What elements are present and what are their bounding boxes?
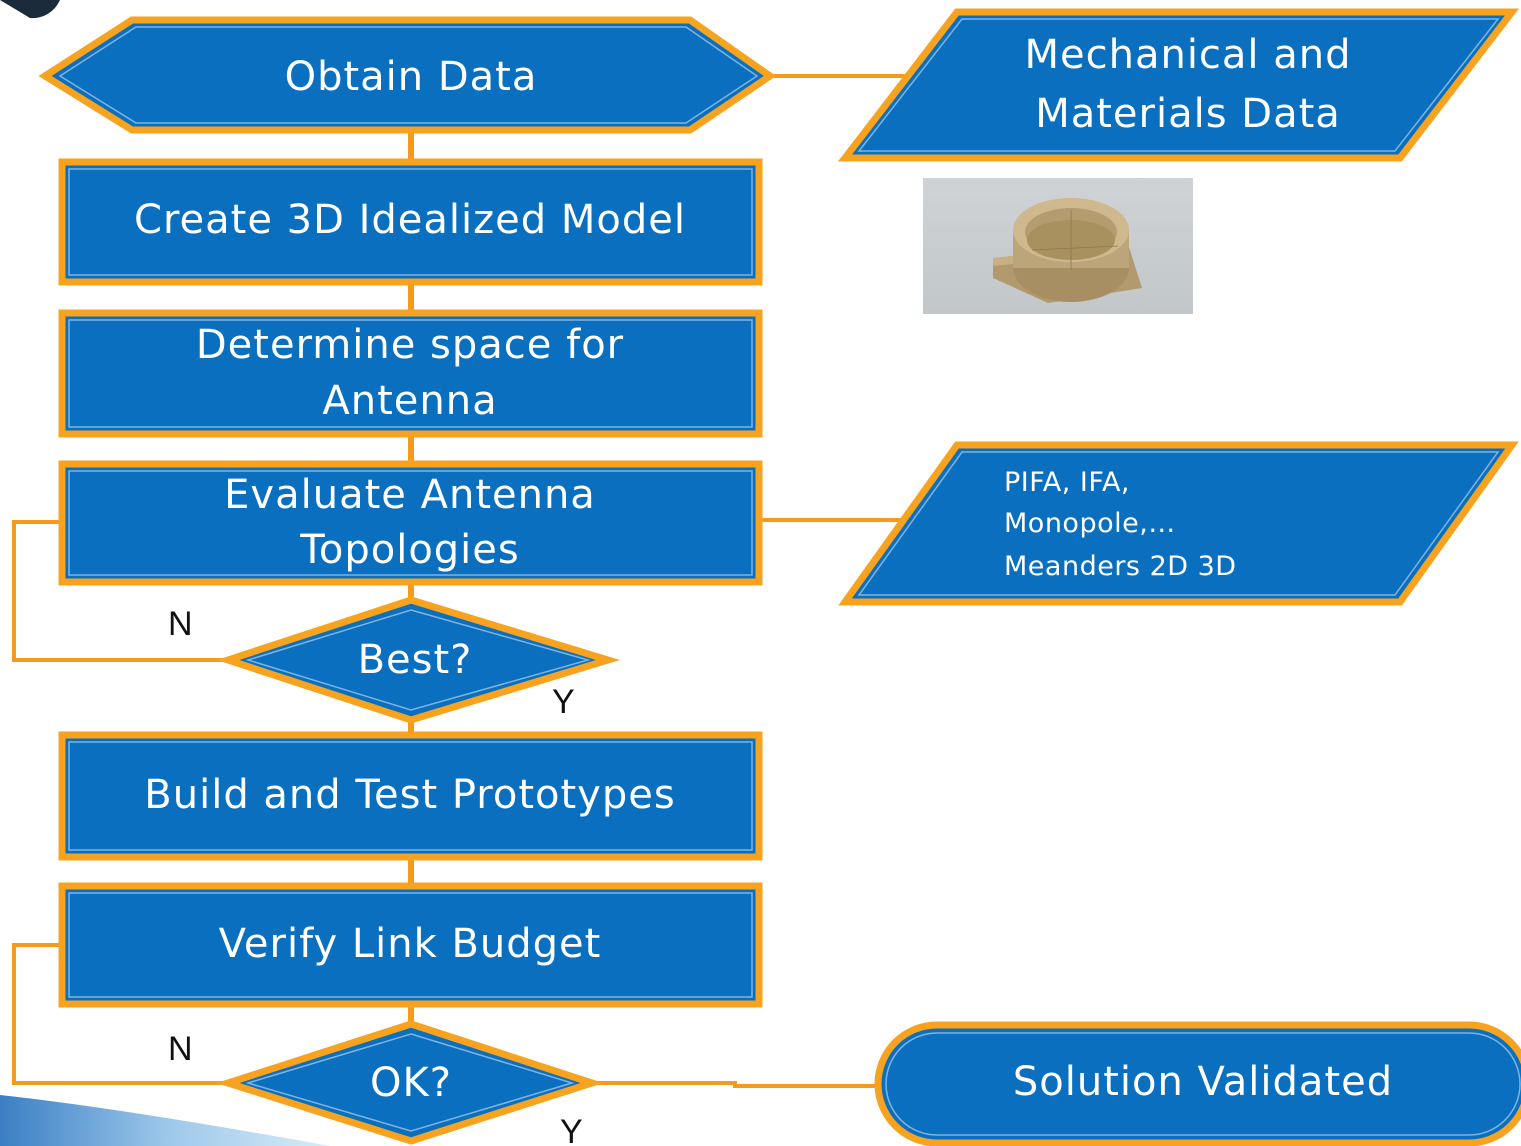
determine-space-line-1: Determine space for <box>196 322 624 368</box>
mechanical-data-line-2: Materials Data <box>1035 91 1341 137</box>
topology-list-line-2: Monopole,… <box>1004 508 1176 539</box>
verify-link-label: Verify Link Budget <box>219 921 602 967</box>
solution-validated-node: Solution Validated <box>874 1021 1521 1146</box>
topology-list-line-3: Meanders 2D 3D <box>1004 551 1237 582</box>
mechanical-data-line-1: Mechanical and <box>1024 32 1351 78</box>
create-model-label: Create 3D Idealized Model <box>134 197 686 243</box>
create-model-node: Create 3D Idealized Model <box>58 158 763 286</box>
ok-decision-node: OK? <box>216 1020 604 1145</box>
build-test-label: Build and Test Prototypes <box>144 772 675 818</box>
cylindrical-housing-render-icon <box>993 198 1142 303</box>
decorative-swoosh <box>0 1095 330 1146</box>
ok-yes-label: Y <box>560 1113 583 1146</box>
build-test-node: Build and Test Prototypes <box>58 731 763 861</box>
evaluate-topologies-node: Evaluate Antenna Topologies <box>58 460 763 586</box>
ok-no-label: N <box>168 1030 193 1068</box>
model-thumbnail <box>923 178 1193 314</box>
best-no-label: N <box>168 605 193 643</box>
determine-space-node: Determine space for Antenna <box>58 309 763 438</box>
determine-space-line-2: Antenna <box>322 378 497 424</box>
best-decision-node: Best? <box>216 596 621 724</box>
ok-decision-label: OK? <box>370 1060 452 1106</box>
topology-list-node: PIFA, IFA, Monopole,… Meanders 2D 3D <box>838 441 1519 606</box>
best-decision-label: Best? <box>358 637 473 683</box>
best-yes-label: Y <box>552 683 575 721</box>
evaluate-topologies-line-1: Evaluate Antenna <box>224 472 596 518</box>
verify-link-node: Verify Link Budget <box>58 882 763 1008</box>
obtain-data-label: Obtain Data <box>285 54 538 100</box>
evaluate-topologies-line-2: Topologies <box>299 527 520 573</box>
logo-fragment-icon <box>0 0 60 19</box>
obtain-data-node: Obtain Data <box>38 16 777 134</box>
solution-validated-label: Solution Validated <box>1013 1059 1393 1105</box>
topology-list-line-1: PIFA, IFA, <box>1004 467 1130 498</box>
mechanical-materials-data-node: Mechanical and Materials Data <box>837 8 1520 162</box>
